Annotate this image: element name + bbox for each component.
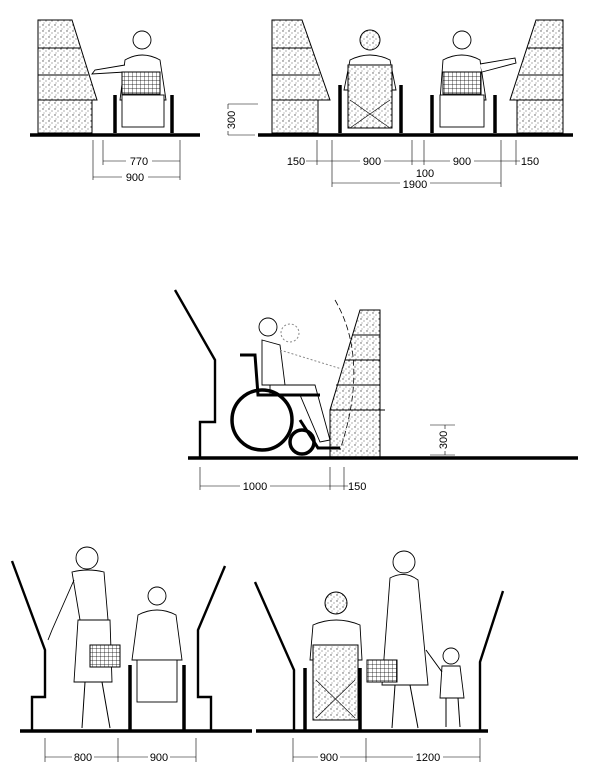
shelf-lines <box>330 334 385 411</box>
counter-wall-left <box>10 560 47 730</box>
shelf-unit-right <box>509 19 564 134</box>
shelf-unit <box>37 19 98 134</box>
dimension-label: 900 <box>453 156 471 168</box>
dimension-label: 150 <box>287 156 305 168</box>
woman-with-basket-and-child-figure <box>366 550 465 729</box>
counter-wall-right <box>478 590 505 730</box>
dimension-label: 900 <box>126 172 144 184</box>
woman-with-basket-figure <box>47 546 121 729</box>
dimension-label: 1200 <box>416 752 440 764</box>
shelf-unit-left <box>271 19 331 134</box>
dimension-label: 900 <box>150 752 168 764</box>
dimension-label: 770 <box>130 156 148 168</box>
height-dimension-label: 300 <box>226 111 238 129</box>
wheelchair-user-back-figure <box>338 29 403 133</box>
dimension-label: 150 <box>348 481 366 493</box>
dimension-label: 1900 <box>403 179 427 191</box>
wheelchair-user-figure <box>128 586 186 730</box>
wheelchair-user-figure <box>430 30 517 133</box>
panel-side-reach-profile: 300 1000 150 <box>173 289 578 493</box>
wheelchair-user-back-figure <box>303 591 363 730</box>
height-dimension-label: 300 <box>438 431 450 449</box>
counter-wall-right <box>196 565 227 730</box>
dimension-lines <box>44 738 197 762</box>
wheelchair-user-profile-figure <box>230 317 346 456</box>
wheelchair-user-figure <box>91 30 174 133</box>
shelf-unit <box>329 309 381 459</box>
counter-wall <box>173 289 217 458</box>
dimension-label: 800 <box>74 752 92 764</box>
counter-wall-left <box>253 581 296 730</box>
shelf-lines <box>38 47 97 101</box>
dimension-label: 900 <box>320 752 338 764</box>
dimension-label: 900 <box>363 156 381 168</box>
panel-aisle-walker-and-wheelchair: 800 900 <box>10 546 252 764</box>
shelf-lines <box>272 47 563 101</box>
dimension-lines <box>227 103 530 187</box>
dimension-label: 150 <box>521 156 539 168</box>
panel-side-reach-single: 770 900 <box>30 19 200 184</box>
panel-double-aisle: 300 150 900 100 900 150 1900 <box>225 19 573 191</box>
dimension-label: 1000 <box>243 481 267 493</box>
panel-aisle-wheelchair-and-family: 900 1200 <box>253 550 505 764</box>
